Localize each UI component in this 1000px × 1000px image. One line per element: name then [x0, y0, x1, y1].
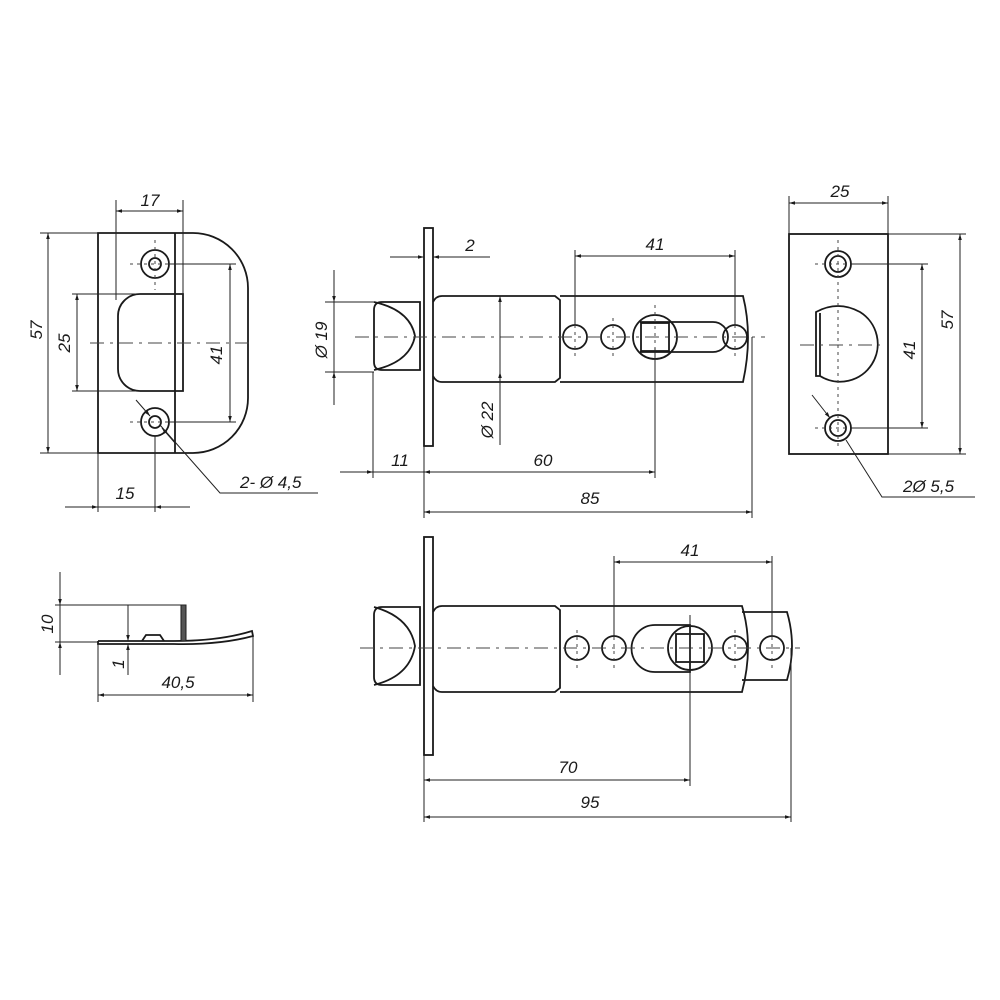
dim-latch60-bolt-dia: Ø 19 — [312, 321, 331, 359]
dim-strike-25: 25 — [55, 333, 74, 353]
latch-70-side-view: 41 70 95 — [360, 536, 800, 822]
dim-face-41: 41 — [900, 341, 919, 360]
dim-strike-15: 15 — [116, 484, 135, 503]
dim-side-1: 1 — [109, 659, 128, 668]
dim-face-57: 57 — [938, 310, 957, 329]
dim-side-40-5: 40,5 — [161, 673, 195, 692]
dim-side-10: 10 — [38, 614, 57, 633]
faceplate-front-view: 25 41 57 2Ø 5,5 — [788, 182, 975, 498]
dim-latch60-85: 85 — [581, 489, 600, 508]
dim-latch70-41: 41 — [681, 541, 700, 560]
dim-latch60-60: 60 — [534, 451, 553, 470]
callout-face-holes: 2Ø 5,5 — [902, 477, 955, 496]
dim-latch70-95: 95 — [581, 793, 600, 812]
dim-strike-41: 41 — [207, 346, 226, 365]
strike-plate-front-view: 17 57 25 41 15 2- Ø 4,5 — [27, 191, 318, 512]
callout-strike-holes: 2- Ø 4,5 — [239, 473, 302, 492]
dim-latch60-11: 11 — [391, 451, 409, 470]
dim-latch60-body-dia: Ø 22 — [478, 401, 497, 439]
strike-plate-side-view: 10 1 40,5 — [38, 572, 255, 702]
latch-60-side-view: 2 Ø 19 Ø 22 41 11 60 85 — [312, 227, 765, 518]
dim-latch60-41: 41 — [646, 235, 665, 254]
dim-latch60-2: 2 — [464, 236, 475, 255]
dim-latch70-70: 70 — [559, 758, 578, 777]
dim-face-25: 25 — [830, 182, 850, 201]
dim-strike-17: 17 — [141, 191, 160, 210]
dim-strike-57: 57 — [27, 320, 46, 339]
